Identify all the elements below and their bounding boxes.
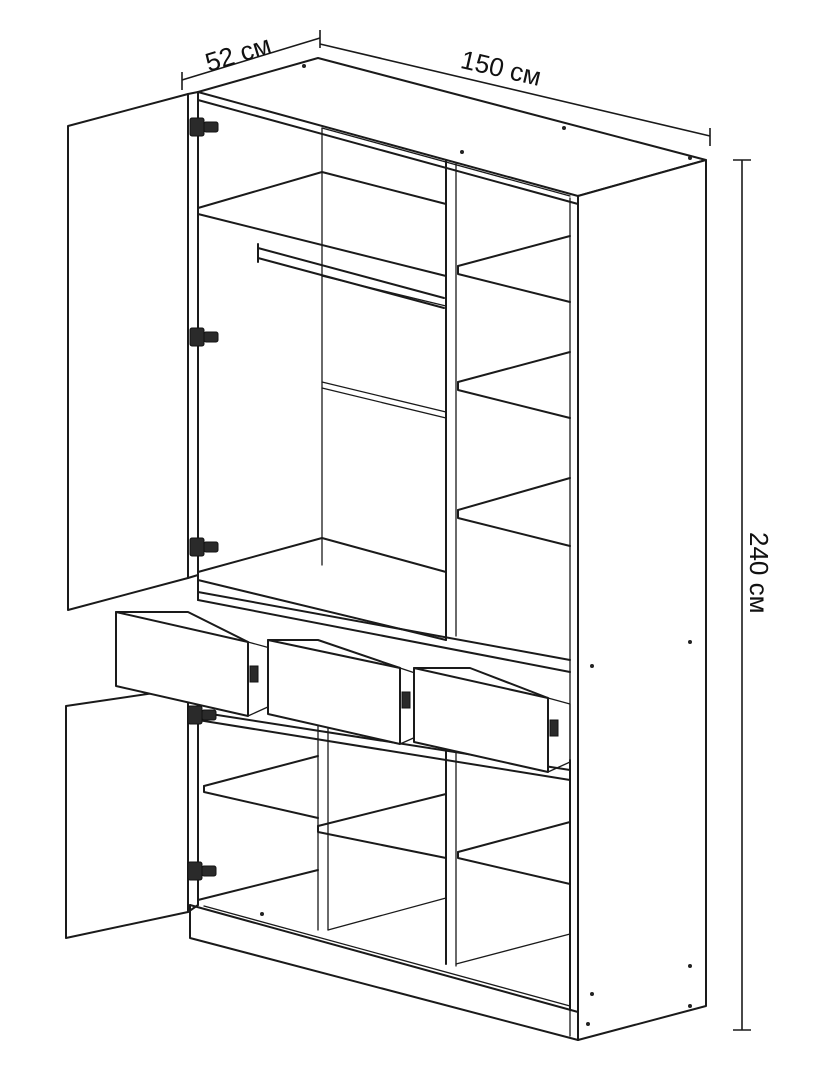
drawer-right[interactable] <box>413 667 571 773</box>
hinge-icon <box>189 327 219 347</box>
drawer-runners <box>249 665 559 737</box>
height-label: 240 см <box>744 532 774 613</box>
lower-left-door[interactable] <box>65 687 199 939</box>
cabinet-interior <box>197 99 571 1011</box>
upper-left-door[interactable] <box>67 91 199 611</box>
hinge-icon <box>189 537 219 557</box>
drawer-middle[interactable] <box>267 639 419 745</box>
width-label: 150 см <box>458 44 544 92</box>
hinge-icon <box>189 117 219 137</box>
cabinet-body <box>189 57 707 1041</box>
height-dimension: 240 см <box>733 159 774 1031</box>
screw-dots <box>260 64 692 1026</box>
hinge-icon <box>187 705 217 725</box>
hinge-icon <box>187 861 217 881</box>
depth-label: 52 см <box>202 29 275 77</box>
